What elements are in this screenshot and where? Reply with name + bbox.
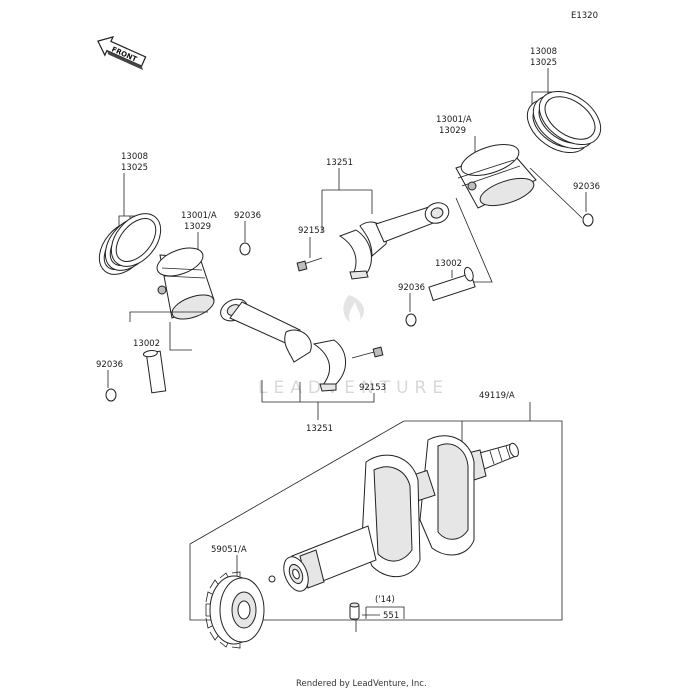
watermark: LEADVENTURE [258, 295, 449, 398]
bolt-top [296, 257, 323, 272]
piston-right [455, 144, 537, 209]
label-circlip-middle: 92036 [398, 283, 425, 293]
label-conrod-group-top: 13251 [326, 158, 353, 168]
piston-pin-right [428, 266, 476, 302]
label-circlip-left-bottom: 92036 [96, 360, 123, 370]
diagram-code: E1320 [571, 11, 598, 21]
label-piston-right-a: 13001/A [436, 115, 472, 125]
label-year-note: ('14) [375, 595, 395, 605]
connecting-rod-left [220, 298, 312, 363]
watermark-text: LEADVENTURE [258, 378, 449, 398]
piston-rings-right [526, 90, 602, 154]
label-piston-right-b: 13029 [439, 126, 466, 136]
crankshaft [283, 435, 519, 592]
circlip-middle [405, 313, 417, 327]
label-pin-left: 13002 [133, 339, 160, 349]
label-circlip-left-top: 92036 [234, 211, 261, 221]
label-ring-set-right-b: 13025 [530, 58, 557, 68]
label-conrod-group-bottom: 13251 [306, 424, 333, 434]
rod-cap-left [312, 339, 346, 392]
footer-credit: Rendered by LeadVenture, Inc. [296, 679, 427, 689]
crankshaft-gear [205, 571, 265, 649]
label-piston-left-b: 13029 [184, 222, 211, 232]
key-551 [349, 602, 360, 620]
rod-cap-top [338, 229, 372, 280]
label-ring-set-left-a: 13008 [121, 152, 148, 162]
label-pin-right: 13002 [435, 259, 462, 269]
label-key: 551 [383, 611, 399, 621]
circlip-left-top [239, 242, 251, 256]
label-circlip-right: 92036 [573, 182, 600, 192]
label-bolt-top: 92153 [298, 226, 325, 236]
circlip-left-bottom [105, 388, 117, 402]
piston-rings-left [98, 213, 162, 275]
piston-pin-left [142, 349, 167, 394]
bolt-bottom [351, 346, 384, 359]
label-crankshaft: 49119/A [479, 391, 515, 401]
connecting-rod-right [359, 202, 450, 258]
piston-left [156, 247, 215, 320]
label-gear: 59051/A [211, 545, 247, 555]
circlip-right [582, 213, 594, 227]
front-arrow-icon: FRONT [97, 35, 147, 71]
label-ring-set-left-b: 13025 [121, 163, 148, 173]
label-ring-set-right-a: 13008 [530, 47, 557, 57]
label-piston-left-a: 13001/A [181, 211, 217, 221]
label-bolt-bottom: 92153 [359, 383, 386, 393]
woodruff-key-top [268, 575, 276, 583]
